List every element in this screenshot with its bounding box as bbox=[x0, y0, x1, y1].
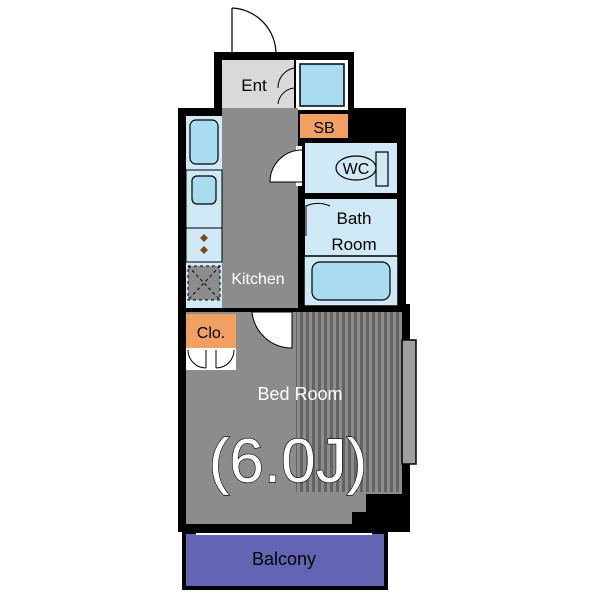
refrigerator bbox=[189, 119, 219, 165]
wc-door bbox=[269, 146, 303, 186]
bath-label-line1: Bath bbox=[337, 209, 372, 228]
balcony-area: Balcony bbox=[182, 530, 388, 590]
stove bbox=[185, 227, 223, 263]
bedroom-door bbox=[251, 311, 293, 349]
shoe-box: SB bbox=[300, 114, 348, 138]
entrance-area: Ent bbox=[222, 60, 295, 108]
closet-label: Clo. bbox=[197, 325, 225, 342]
bath-room: Bath Room bbox=[303, 197, 399, 307]
balcony-label: Balcony bbox=[252, 549, 316, 569]
bath-label-line2: Room bbox=[331, 235, 376, 254]
bedroom-window bbox=[401, 339, 417, 465]
bedroom-label: Bed Room bbox=[257, 384, 342, 404]
toilet-tank bbox=[375, 151, 389, 187]
bathtub bbox=[311, 261, 391, 301]
toilet-room: WC bbox=[303, 141, 399, 195]
bedroom-area: Clo. Bed Room (6.0J) bbox=[186, 311, 417, 530]
kitchen-sink bbox=[191, 175, 217, 205]
toilet-bowl bbox=[335, 155, 377, 181]
kitchen-area: Kitchen bbox=[185, 108, 298, 308]
shoe-box-label: SB bbox=[313, 120, 334, 137]
closet bbox=[186, 314, 236, 348]
washer-space bbox=[296, 60, 348, 110]
toilet-label: WC bbox=[343, 161, 370, 178]
entrance-door bbox=[231, 7, 277, 55]
entrance-label: Ent bbox=[241, 76, 267, 95]
bedroom-size: (6.0J) bbox=[209, 427, 367, 496]
kitchen-label: Kitchen bbox=[231, 271, 284, 288]
